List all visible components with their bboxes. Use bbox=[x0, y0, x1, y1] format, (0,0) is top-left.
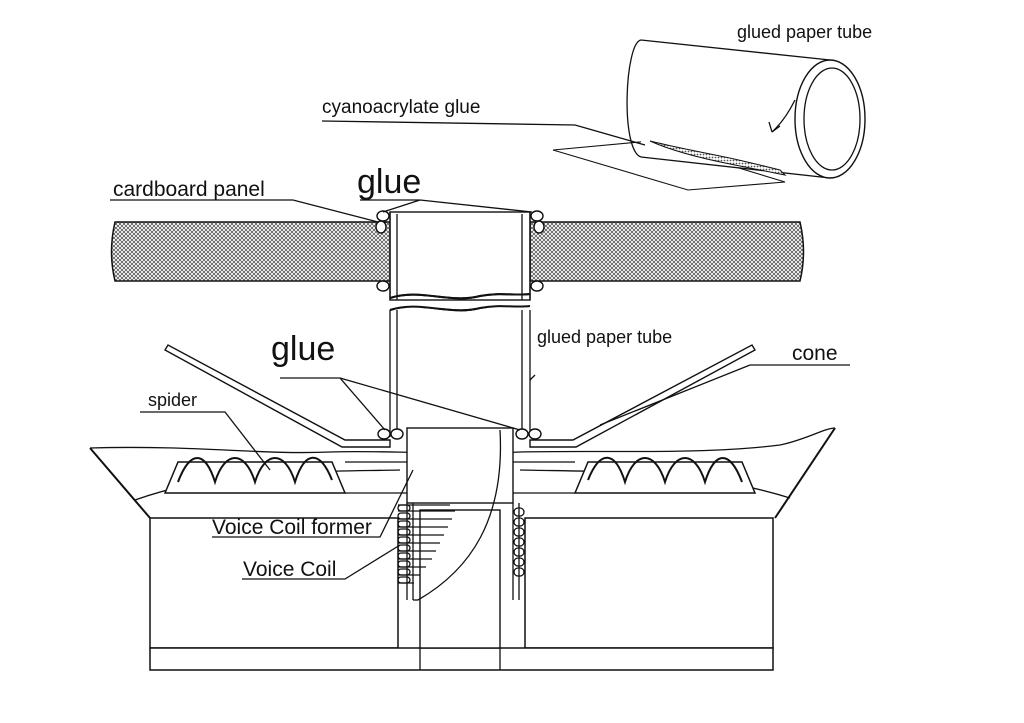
leader-cyano bbox=[321, 120, 646, 146]
label-cyanoacrylate-glue: cyanoacrylate glue bbox=[322, 97, 480, 118]
leader-glue-mid bbox=[280, 377, 521, 431]
label-glue-middle: glue bbox=[271, 330, 335, 368]
tube-front-end bbox=[794, 59, 866, 179]
glue-beads-panel bbox=[360, 199, 545, 292]
label-glued-paper-tube-mid: glued paper tube bbox=[537, 327, 672, 347]
leader-spider bbox=[140, 411, 271, 471]
label-voice-coil-former: Voice Coil former bbox=[212, 516, 372, 539]
voice-coil-former bbox=[212, 427, 520, 601]
leader-coil bbox=[242, 544, 401, 580]
cardboard-panel bbox=[110, 199, 805, 282]
speaker-cone bbox=[164, 344, 850, 448]
label-glued-paper-tube-top: glued paper tube bbox=[737, 22, 872, 42]
glue-strip bbox=[649, 140, 787, 176]
voice-coil bbox=[242, 504, 525, 584]
leader-former bbox=[212, 469, 414, 538]
label-voice-coil: Voice Coil bbox=[243, 558, 336, 581]
paper-sheet bbox=[552, 140, 786, 191]
roll-arrow bbox=[768, 121, 781, 133]
tube-back-edge bbox=[626, 39, 642, 158]
pole-piece bbox=[419, 509, 501, 649]
cutaway-curve bbox=[417, 429, 502, 601]
rolled-tube-illustration bbox=[321, 39, 866, 191]
magnet-structure bbox=[149, 509, 774, 671]
leader-cone bbox=[599, 364, 850, 426]
label-cone: cone bbox=[792, 342, 838, 365]
glue-beads-cone bbox=[280, 374, 542, 440]
leader-cardboard bbox=[110, 199, 379, 223]
leader-glue-top bbox=[360, 199, 533, 213]
label-cardboard-panel: cardboard panel bbox=[113, 178, 265, 201]
label-glue-top: glue bbox=[357, 163, 421, 201]
label-spider: spider bbox=[148, 390, 197, 410]
paper-tube bbox=[386, 211, 534, 437]
